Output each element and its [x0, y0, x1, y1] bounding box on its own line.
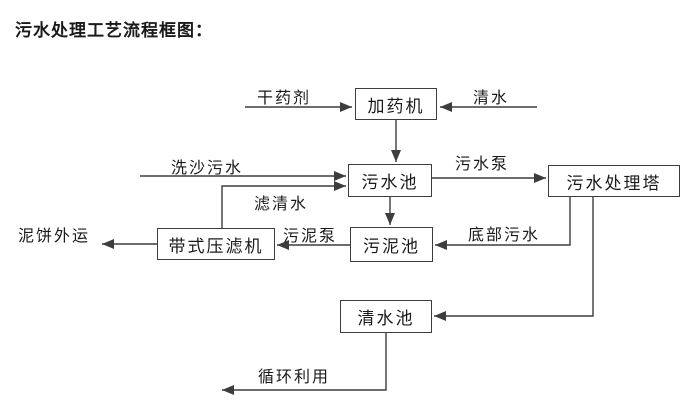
- node-belt-filter-press: 带式压滤机: [157, 228, 275, 260]
- label-clean-water: 清水: [473, 88, 510, 107]
- node-treatment-tower: 污水处理塔: [548, 165, 680, 197]
- label-sludge-pump: 污泥泵: [283, 226, 338, 245]
- arrow-bottom-sewage-to-sludge-pool: [435, 197, 571, 250]
- label-mud-cake-shipped-out: 泥饼外运: [18, 226, 91, 245]
- arrow-recycling-use: [222, 333, 387, 395]
- arrow-filtered-water-to-sewage-pool: [221, 181, 346, 228]
- label-sewage-pump: 污水泵: [455, 154, 510, 173]
- label-sand-washing-sewage: 洗沙污水: [171, 158, 244, 177]
- label-filtered-water: 滤清水: [254, 194, 309, 213]
- node-sewage-pool: 污水池: [348, 164, 432, 197]
- diagram-title: 污水处理工艺流程框图：: [15, 21, 213, 41]
- node-sludge-pool: 污泥池: [350, 227, 433, 262]
- node-clean-water-pool: 清水池: [340, 300, 432, 333]
- label-dry-chemical: 干药剂: [257, 88, 312, 107]
- arrow-treatment-tower-to-clean-water-pool: [434, 197, 594, 321]
- node-dosing-machine: 加药机: [355, 88, 437, 120]
- label-recycling-use: 循环利用: [258, 367, 331, 386]
- label-bottom-sewage: 底部污水: [468, 225, 541, 244]
